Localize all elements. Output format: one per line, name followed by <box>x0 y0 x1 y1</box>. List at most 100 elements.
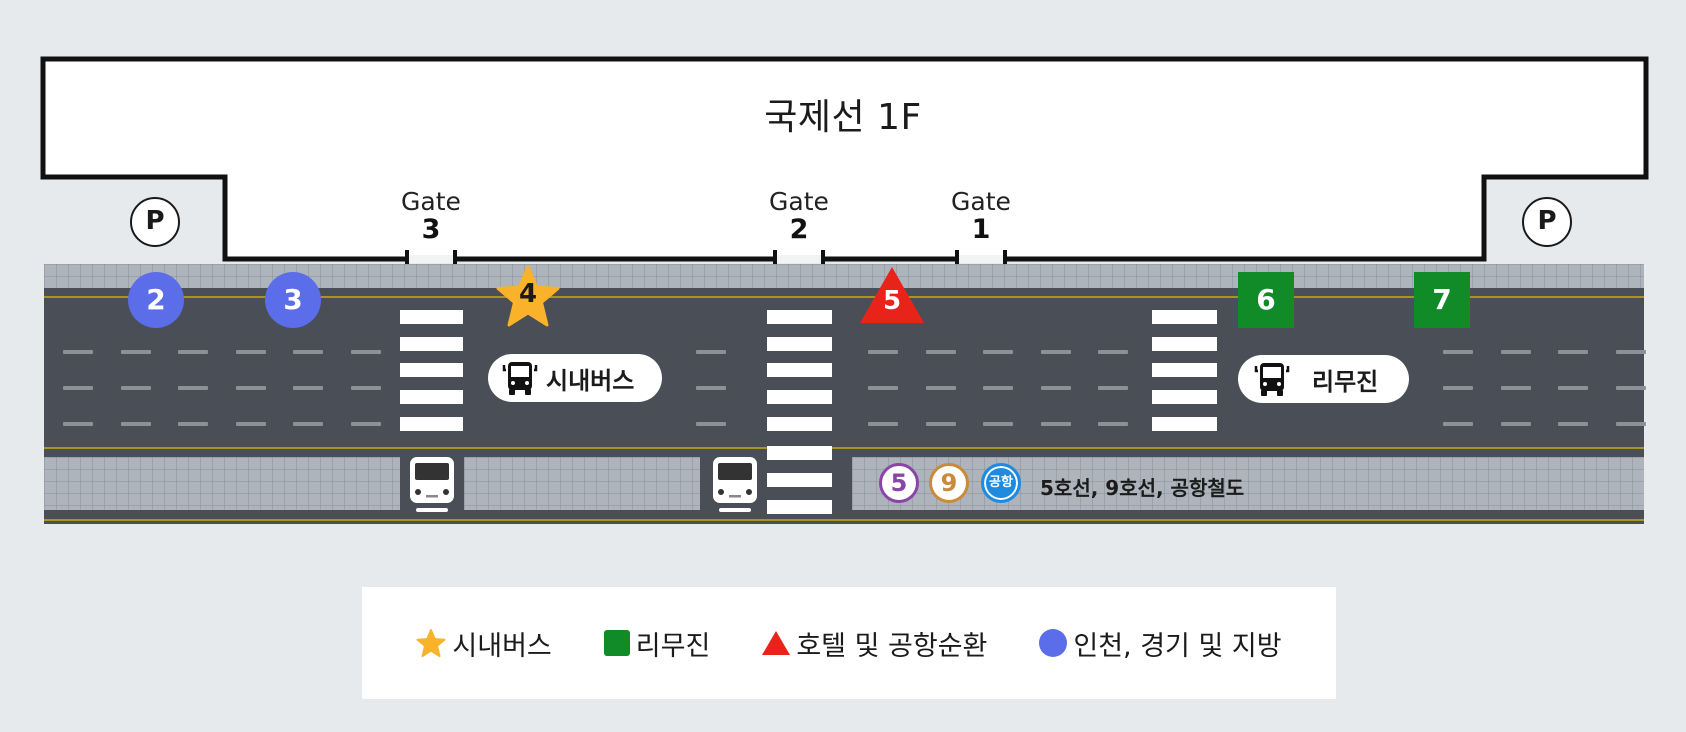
lane-dash <box>178 350 208 354</box>
lane-dash <box>235 386 266 390</box>
crosswalk-stripe <box>1152 363 1217 377</box>
gate-2: Gate 2 <box>759 188 839 244</box>
lane-dash <box>1500 422 1531 426</box>
lane-dash <box>1098 350 1128 354</box>
lane-dash <box>1040 386 1071 390</box>
gate-label: Gate <box>769 187 829 216</box>
lane-dash <box>1558 386 1588 390</box>
legend-label: 시내버스 <box>452 630 552 662</box>
lane-dash <box>178 422 208 426</box>
triangle-icon <box>762 631 791 655</box>
stop-number: 4 <box>518 279 538 309</box>
lane-dash <box>695 422 726 426</box>
crosswalk-stripe <box>1152 417 1217 431</box>
parking-icon-right: P <box>1522 197 1572 247</box>
stop-marker-3[interactable]: 3 <box>265 272 321 328</box>
stop-marker-4[interactable]: 4 <box>495 265 561 329</box>
bottom-sidewalk-segment <box>44 457 400 510</box>
stop-marker-7[interactable]: 7 <box>1414 272 1470 328</box>
gate-label: Gate <box>951 187 1011 216</box>
crosswalk-stripe <box>767 473 832 487</box>
lane-dash <box>235 350 266 354</box>
legend-item-limousine: 리무진 <box>603 624 710 663</box>
subway-line-9-badge: 9 <box>929 463 969 503</box>
circle-icon <box>1039 629 1068 657</box>
lane-dash <box>868 386 898 390</box>
lane-dash <box>350 422 381 426</box>
lane-dash <box>293 386 323 390</box>
crosswalk-stripe <box>400 337 463 351</box>
star-icon <box>416 628 446 657</box>
bottom-sidewalk-segment <box>464 457 700 510</box>
lane-dash <box>350 386 381 390</box>
crosswalk-stripe <box>767 500 832 514</box>
lane-dash <box>925 386 956 390</box>
crosswalk-stripe <box>767 363 832 377</box>
lane-dash <box>120 386 151 390</box>
star-icon <box>496 265 560 327</box>
lane-dash <box>120 350 151 354</box>
gate-3: Gate 3 <box>391 188 471 244</box>
lane-dash <box>1040 350 1071 354</box>
legend: 시내버스 리무진 호텔 및 공항순환 인천, 경기 및 지방 <box>362 587 1336 699</box>
lane-dash <box>695 386 726 390</box>
lane-dash <box>235 422 266 426</box>
lane-dash <box>1615 350 1646 354</box>
city-bus-label: 시내버스 <box>488 354 662 402</box>
airport-railroad-badge: 공항 <box>981 463 1021 503</box>
gate-1: Gate 1 <box>941 188 1021 244</box>
bottom-sidewalk-segment <box>852 457 1644 510</box>
crosswalk-stripe <box>767 390 832 404</box>
floor-title: 국제선 1F <box>764 97 922 138</box>
bus-label-text: 리무진 <box>1312 367 1379 396</box>
lane-dash <box>293 422 323 426</box>
lane-dash <box>695 350 726 354</box>
lane-dash <box>178 386 208 390</box>
crosswalk-stripe <box>1152 310 1217 324</box>
lane-dash <box>1443 350 1473 354</box>
road-edge-line-bottom <box>44 519 1644 521</box>
stop-marker-6[interactable]: 6 <box>1238 272 1294 328</box>
lane-dash <box>1558 422 1588 426</box>
train-icon <box>410 457 454 512</box>
lane-dash <box>925 422 956 426</box>
lane-dash <box>868 422 898 426</box>
terminal-building-outline <box>40 56 1649 267</box>
legend-label: 인천, 경기 및 지방 <box>1073 630 1282 662</box>
gate-label: Gate <box>401 187 461 216</box>
parking-icon-left: P <box>130 197 180 247</box>
crosswalk-stripe <box>767 310 832 324</box>
stop-marker-2[interactable]: 2 <box>128 272 184 328</box>
stop-marker-5[interactable]: 5 <box>860 267 924 323</box>
bus-icon <box>1254 363 1290 396</box>
lane-dash <box>925 350 956 354</box>
triangle-icon <box>860 267 924 323</box>
lane-dash <box>63 350 93 354</box>
gate-number: 2 <box>789 214 809 245</box>
lane-dash <box>1098 386 1128 390</box>
subway-lines-text: 5호선, 9호선, 공항철도 <box>1040 476 1245 500</box>
lane-dash <box>1558 350 1588 354</box>
gate-number: 3 <box>421 214 441 245</box>
crosswalk-stripe <box>400 390 463 404</box>
bus-label-text: 시내버스 <box>546 366 635 395</box>
lane-dash <box>868 350 898 354</box>
lane-dash <box>1040 422 1071 426</box>
crosswalk-stripe <box>400 363 463 377</box>
lane-dash <box>63 422 93 426</box>
crosswalk-stripe <box>400 310 463 324</box>
lane-dash <box>350 350 381 354</box>
legend-item-regional: 인천, 경기 및 지방 <box>1039 624 1282 663</box>
lane-dash <box>1615 422 1646 426</box>
crosswalk-stripe <box>400 417 463 431</box>
road-edge-line-top <box>44 296 1644 298</box>
legend-item-city-bus: 시내버스 <box>416 624 552 663</box>
lane-dash <box>63 386 93 390</box>
limousine-label: 리무진 <box>1238 355 1409 403</box>
crosswalk-stripe <box>767 446 832 460</box>
crosswalk-stripe <box>1152 337 1217 351</box>
gate-number: 1 <box>971 214 991 245</box>
lane-dash <box>1500 350 1531 354</box>
square-icon <box>603 630 630 656</box>
crosswalk-stripe <box>767 417 832 431</box>
